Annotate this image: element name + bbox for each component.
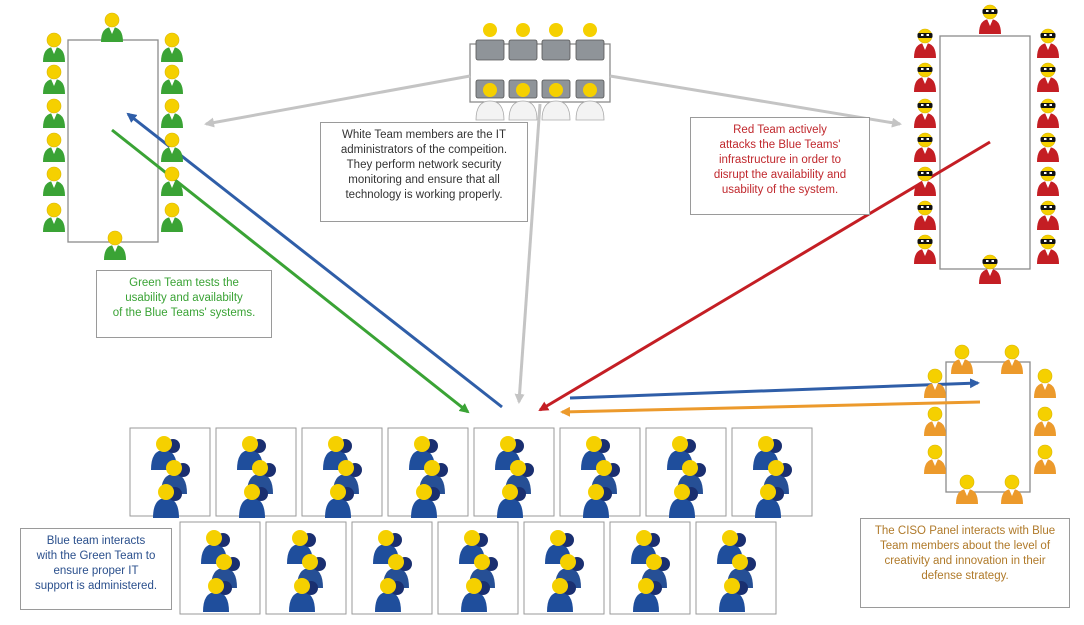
caption-line: of the Blue Teams' systems. xyxy=(112,307,256,319)
person-icon xyxy=(43,98,65,128)
blue-team-member-group xyxy=(559,427,641,518)
person-at-laptop-icon xyxy=(541,23,571,121)
masked-person-icon xyxy=(979,254,1001,284)
person-at-laptop-icon xyxy=(508,23,538,121)
red-team-table xyxy=(939,35,1031,270)
masked-person-icon xyxy=(914,132,936,162)
caption-line: disrupt the availability and xyxy=(713,169,847,181)
caption-line: support is administered. xyxy=(34,580,158,592)
blue-team-member-group xyxy=(523,521,605,615)
person-at-laptop-icon xyxy=(475,23,505,121)
caption-line: Green Team tests the xyxy=(129,277,239,289)
caption-line: technology is working properly. xyxy=(345,189,503,201)
green-team-caption: Green Team tests the usability and avail… xyxy=(96,270,272,338)
masked-person-icon xyxy=(914,234,936,264)
blue-team-member-group xyxy=(695,521,777,615)
caption-line: usability and availabilty xyxy=(125,292,243,304)
caption-line: with the Green Team to xyxy=(36,550,156,562)
caption-line: The CISO Panel interacts with Blue xyxy=(874,525,1056,537)
caption-line: administrators of the compeition. xyxy=(340,144,508,156)
person-icon xyxy=(161,98,183,128)
blue-team-member-group xyxy=(129,427,211,518)
blue-team-member-group xyxy=(609,521,691,615)
person-icon xyxy=(951,344,973,374)
green-team-table xyxy=(67,39,159,243)
caption-line: They perform network security xyxy=(346,159,502,171)
person-icon xyxy=(924,444,946,474)
person-icon xyxy=(1001,474,1023,504)
arrow-blue-to-green xyxy=(126,112,503,409)
person-icon xyxy=(43,64,65,94)
red-team-caption: Red Team actively attacks the Blue Teams… xyxy=(690,117,870,215)
blue-team-member-group xyxy=(351,521,433,615)
person-icon xyxy=(1001,344,1023,374)
caption-line: White Team members are the IT xyxy=(341,129,507,141)
caption-line: infrastructure in order to xyxy=(718,154,842,166)
masked-person-icon xyxy=(1037,234,1059,264)
caption-line: defense strategy. xyxy=(921,570,1009,582)
person-icon xyxy=(1034,368,1056,398)
caption-line: usability of the system. xyxy=(721,184,839,196)
arrow-white-to-red xyxy=(609,74,902,128)
ciso-panel-caption: The CISO Panel interacts with Blue Team … xyxy=(860,518,1070,608)
blue-team-member-group xyxy=(387,427,469,518)
blue-team-member-group xyxy=(179,521,261,615)
blue-team-member-group xyxy=(265,521,347,615)
blue-team-caption: Blue team interacts with the Green Team … xyxy=(20,528,172,610)
blue-team-member-group xyxy=(731,427,813,518)
person-icon xyxy=(1034,406,1056,436)
person-icon xyxy=(956,474,978,504)
masked-person-icon xyxy=(914,166,936,196)
masked-person-icon xyxy=(914,28,936,58)
person-icon xyxy=(161,166,183,196)
arrow-white-to-blue xyxy=(514,103,542,404)
arrow-ciso-to-blue xyxy=(560,400,981,417)
white-team-caption: White Team members are the IT administra… xyxy=(320,122,528,222)
caption-line: creativity and innovation in their xyxy=(884,555,1046,567)
masked-person-icon xyxy=(914,98,936,128)
person-icon xyxy=(43,202,65,232)
blue-team-member-group xyxy=(645,427,727,518)
blue-team-member-group xyxy=(215,427,297,518)
arrow-white-to-green xyxy=(204,74,471,128)
person-icon xyxy=(101,12,123,42)
blue-team-member-group xyxy=(437,521,519,615)
arrow-red-to-blue xyxy=(538,140,991,412)
caption-line: Team members about the level of xyxy=(879,540,1051,552)
person-icon xyxy=(43,166,65,196)
masked-person-icon xyxy=(1037,62,1059,92)
masked-person-icon xyxy=(979,4,1001,34)
blue-team-member-group xyxy=(473,427,555,518)
masked-person-icon xyxy=(914,200,936,230)
masked-person-icon xyxy=(1037,166,1059,196)
person-icon xyxy=(104,230,126,260)
person-icon xyxy=(161,132,183,162)
person-icon xyxy=(161,64,183,94)
masked-person-icon xyxy=(1037,98,1059,128)
arrow-blue-to-ciso xyxy=(569,378,980,400)
ciso-panel-table xyxy=(945,361,1031,493)
person-icon xyxy=(161,202,183,232)
caption-line: attacks the Blue Teams' xyxy=(719,139,841,151)
person-icon xyxy=(924,368,946,398)
caption-line: Red Team actively xyxy=(733,124,827,136)
caption-line: ensure proper IT xyxy=(53,565,139,577)
masked-person-icon xyxy=(1037,132,1059,162)
person-at-laptop-icon xyxy=(575,23,605,121)
masked-person-icon xyxy=(1037,200,1059,230)
caption-line: Blue team interacts xyxy=(46,535,146,547)
person-icon xyxy=(161,32,183,62)
blue-team-member-group xyxy=(301,427,383,518)
person-icon xyxy=(43,132,65,162)
person-icon xyxy=(1034,444,1056,474)
person-icon xyxy=(924,406,946,436)
caption-line: monitoring and ensure that all xyxy=(348,174,500,186)
masked-person-icon xyxy=(1037,28,1059,58)
person-icon xyxy=(43,32,65,62)
masked-person-icon xyxy=(914,62,936,92)
